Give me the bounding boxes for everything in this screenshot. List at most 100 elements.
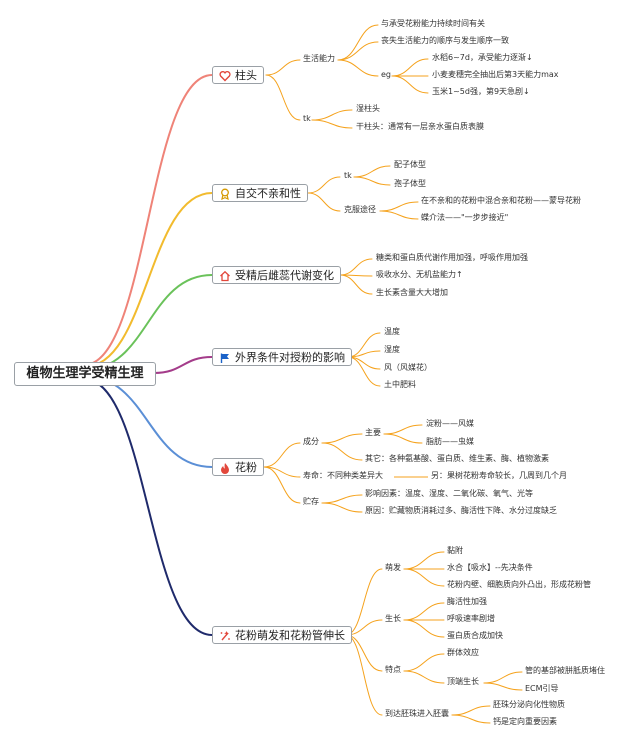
connector-line: [263, 442, 301, 468]
branch-external-conditions[interactable]: 外界条件对授粉的影响: [212, 348, 352, 366]
pollen-storage-item-2: 原因：贮藏物质消耗过多、酶活性下降、水分过度缺乏: [365, 506, 557, 515]
branch-external-conditions-label: 外界条件对授粉的影响: [235, 351, 345, 364]
connector-line: [337, 59, 379, 77]
branch-stigma-label: 柱头: [235, 69, 257, 82]
connector-line: [263, 466, 301, 504]
connector-line: [483, 671, 523, 684]
home-icon: [220, 270, 230, 282]
connector-line: [337, 24, 379, 61]
branch-germination[interactable]: 花粉萌发和花粉管伸长: [212, 626, 352, 644]
connector-line: [311, 109, 353, 121]
root-topic[interactable]: 植物生理学受精生理: [14, 362, 156, 386]
connector-line: [83, 192, 213, 368]
germination-tip-item-1: 管的基部被胼胝质堵住: [525, 666, 605, 675]
connector-line: [353, 176, 391, 186]
connector-line: [345, 634, 383, 716]
connector-line: [321, 502, 363, 513]
germination-sprout-label: 萌发: [385, 563, 401, 572]
metabolism-item-2: 吸收水分、无机盐能力↑: [376, 270, 463, 279]
connector-line: [83, 74, 213, 366]
branch-pollen-label: 花粉: [235, 461, 257, 474]
external-item-3: 风（风媒花）: [384, 363, 432, 372]
germination-features-item-1: 群体效应: [447, 648, 479, 657]
metabolism-item-3: 生长素含量大大增加: [376, 288, 448, 297]
branch-metabolism[interactable]: 受精后雌蕊代谢变化: [212, 266, 341, 284]
stigma-eg-item-1: 水稻6~7d，承受能力逐渐↓: [432, 53, 533, 62]
pollen-lifespan-note: 另：果树花粉寿命较长，几周到几个月: [431, 471, 567, 480]
flame-icon: [221, 463, 229, 474]
pollen-lifespan-label: 寿命：不同种类差异大: [303, 471, 383, 480]
connector-line: [347, 356, 381, 387]
germination-ovule-label: 到达胚珠进入胚囊: [385, 709, 449, 718]
stigma-life-label: 生活能力: [303, 54, 335, 63]
connector-line: [321, 494, 363, 504]
germination-growth-label: 生长: [385, 614, 401, 623]
connector-line: [347, 332, 381, 358]
stigma-eg-item-3: 玉米1~5d强，第9天急剧↓: [432, 87, 530, 96]
connector-line: [483, 682, 523, 691]
stigma-life-item-2: 丧失生活能力的顺序与发生顺序一致: [381, 36, 509, 45]
connector-line: [311, 119, 353, 129]
external-item-4: 土中肥料: [384, 380, 416, 389]
incompat-overcome-label: 克服途径: [344, 205, 376, 214]
sparkle-icon: [220, 631, 230, 641]
germination-sprout-item-3: 花粉内壁、细胞质向外凸出，形成花粉管: [447, 580, 591, 589]
incompat-tk-item-1: 配子体型: [394, 160, 426, 169]
connector-line: [379, 201, 419, 212]
branch-stigma[interactable]: 柱头: [212, 66, 264, 84]
branch-pollen[interactable]: 花粉: [212, 458, 264, 476]
connector-line: [345, 568, 383, 636]
connector-line: [383, 424, 423, 435]
stigma-eg-label: eg: [381, 70, 391, 79]
pollen-storage-item-1: 影响因素：温度、湿度、二氧化碳、氧气、光等: [365, 489, 533, 498]
connector-line: [403, 551, 445, 570]
connector-line: [403, 568, 445, 587]
connector-line: [451, 705, 491, 716]
pollen-composition-label: 成分: [303, 437, 319, 446]
branch-metabolism-label: 受精后雌蕊代谢变化: [235, 269, 334, 282]
external-item-1: 温度: [384, 327, 400, 336]
connector-line: [265, 74, 301, 121]
connector-line: [339, 258, 373, 276]
external-item-2: 湿度: [384, 345, 400, 354]
incompat-overcome-item-1: 在不亲和的花粉中混合亲和花粉——蒙导花粉: [421, 196, 581, 205]
germination-sprout-item-1: 黏附: [447, 546, 463, 555]
stigma-tk-item-1: 湿柱头: [356, 104, 380, 113]
germination-growth-item-2: 呼吸速率剧增: [447, 614, 495, 623]
connector-line: [353, 165, 391, 178]
connector-line: [403, 602, 445, 621]
germination-growth-item-1: 酶活性加强: [447, 597, 487, 606]
connector-line: [339, 274, 373, 295]
heart-icon: [219, 70, 231, 82]
germination-features-label: 特点: [385, 665, 401, 674]
connector-line: [391, 58, 429, 77]
stigma-eg-item-2: 小麦麦穗完全抽出后第3天能力max: [432, 70, 559, 79]
pollen-other: 其它：各种氨基酸、蛋白质、维生素、酶、植物激素: [365, 454, 549, 463]
connector-line: [379, 210, 419, 220]
connector-line: [391, 75, 429, 94]
incompat-overcome-item-2: 蝶介法——"一步步接近": [421, 213, 509, 222]
germination-growth-item-3: 蛋白质合成加快: [447, 631, 503, 640]
flag-icon: [220, 353, 229, 363]
incompat-tk-label: tk: [344, 171, 352, 180]
connector-line: [321, 442, 363, 461]
connector-line: [347, 356, 381, 370]
incompat-tk-item-2: 孢子体型: [394, 179, 426, 188]
metabolism-item-1: 糖类和蛋白质代谢作用加强，呼吸作用加强: [376, 253, 528, 262]
connector-line: [83, 375, 213, 468]
connector-line: [451, 714, 491, 724]
branch-self-incompatibility-label: 自交不亲和性: [235, 187, 301, 200]
connector-line: [153, 356, 213, 374]
connector-line: [307, 192, 341, 212]
branch-germination-label: 花粉萌发和花粉管伸长: [235, 629, 345, 642]
stigma-life-item-1: 与承受花粉能力持续时间有关: [381, 19, 485, 28]
connector-line: [83, 378, 213, 636]
germination-sprout-item-2: 水合【吸水】--先决条件: [447, 563, 533, 572]
stigma-tk-item-2: 干柱头：通常有一层亲水蛋白质表膜: [356, 122, 484, 131]
connector-line: [403, 619, 445, 638]
connector-line: [403, 653, 445, 672]
pollen-main-label: 主要: [365, 428, 381, 437]
germination-tip-label: 顶端生长: [447, 677, 479, 686]
branch-self-incompatibility[interactable]: 自交不亲和性: [212, 184, 308, 202]
